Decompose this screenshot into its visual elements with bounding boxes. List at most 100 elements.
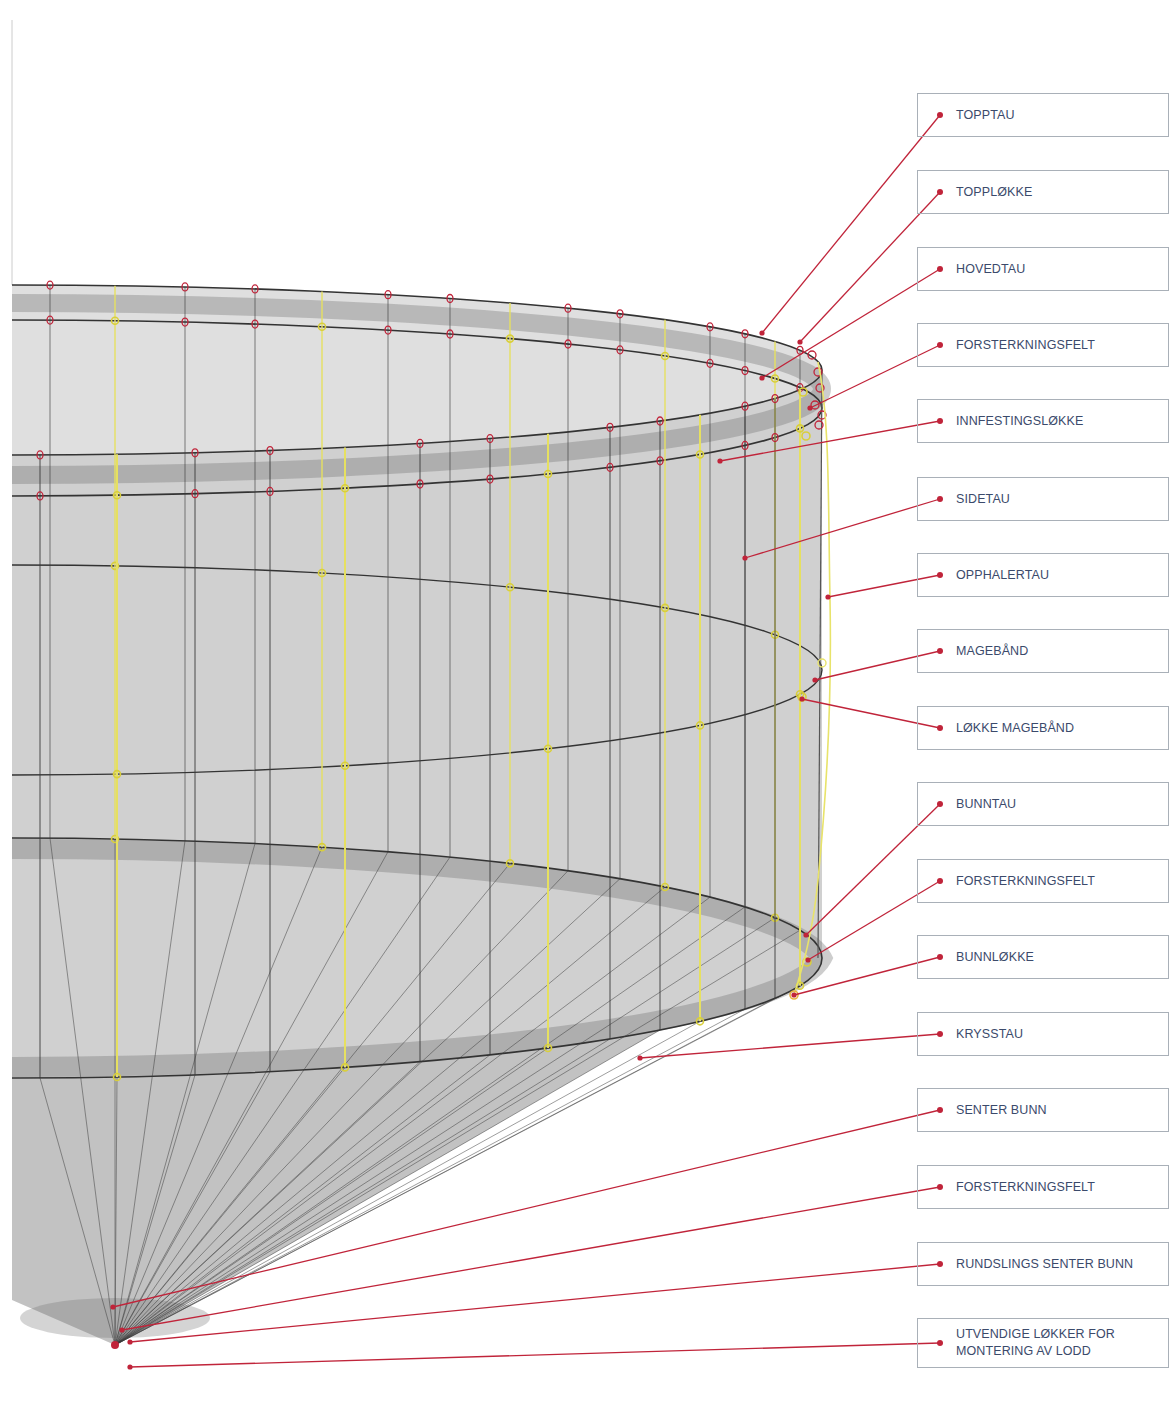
top-loop [487,475,493,483]
label-box: KRYSSTAU [917,1012,1169,1056]
top-loop [267,487,273,495]
leader-end [127,1339,132,1344]
leader-end [759,330,764,335]
rope-strokes [37,281,826,1345]
top-loop [742,330,748,338]
belly-band-loop [507,584,514,591]
leader-end [742,555,747,560]
top-loop [565,304,571,312]
leader-end [807,405,812,410]
cross-rope [115,1077,117,1345]
top-loop [617,310,623,318]
leader-dot [937,112,943,118]
leader-end [637,1055,642,1060]
top-loop [417,439,423,447]
leader-dot [937,1261,943,1267]
hauling-rope [699,415,701,1021]
leader-dot [937,725,943,731]
belly-band-loop [319,844,326,851]
leader-line [762,115,940,333]
label-box: RUNDSLINGS SENTER BUNN [917,1242,1169,1286]
side-rope [40,455,41,1078]
top-loop [47,316,53,324]
center-bottom-point [111,1341,119,1349]
leader-line [762,269,940,378]
leader-line [640,1034,940,1058]
hauling-rope [116,454,118,1077]
cross-rope [115,907,745,1345]
cross-rope [115,1062,420,1345]
cross-rope [115,1039,610,1345]
attachment-loop [799,388,807,396]
cross-rope [115,1075,195,1345]
top-loop [37,492,43,500]
label-box: LØKKE MAGEBÅND [917,706,1169,750]
leader-end [805,957,810,962]
leader-line [808,881,940,960]
leader-end [825,594,830,599]
leader-line [720,421,940,461]
side-rope [420,443,421,1061]
part-label: LØKKE MAGEBÅND [956,720,1160,737]
belly-band-loop [114,492,121,499]
label-box: TOPPTAU [917,93,1169,137]
belly-band-loop [342,485,349,492]
top-loop [657,417,663,425]
cross-rope [115,852,388,1345]
top-loop [447,294,453,302]
side-rope [50,285,51,838]
top-loop [617,346,623,354]
top-loop [417,480,423,488]
label-box: FORSTERKNINGSFELT [917,859,1169,903]
label-box: FORSTERKNINGSFELT [917,323,1169,367]
leader-line [794,957,940,995]
top-loop [742,367,748,375]
leader-end [127,1364,132,1369]
leader-dot [937,801,943,807]
part-label: BUNNLØKKE [956,949,1160,966]
leader-dot [937,648,943,654]
leader-line [828,575,940,597]
label-box: TOPPLØKKE [917,170,1169,214]
part-label: SENTER BUNN [956,1102,1160,1119]
leader-dot [937,878,943,884]
label-box: BUNNLØKKE [917,935,1169,979]
side-rope [568,308,569,871]
cross-rope [115,857,450,1345]
label-box: MAGEBÅND [917,629,1169,673]
belly-band-loop [545,1044,552,1051]
belly-band-loop [545,470,552,477]
top-loop [707,359,713,367]
label-box: OPPHALERTAU [917,553,1169,597]
top-loop [182,283,188,291]
leader-line [806,804,940,935]
side-rope [775,399,776,999]
cross-rope [115,1021,700,1345]
label-box: BUNNTAU [917,782,1169,826]
leader-dot [937,266,943,272]
top-loop [772,395,778,403]
leader-line [130,1343,940,1367]
leader-dot [937,954,943,960]
leader-line [745,499,940,558]
leader-line [800,192,940,342]
leader-end [759,375,764,380]
leader-dot [937,1340,943,1346]
side-rope [620,314,621,879]
top-loop [707,323,713,331]
top-loop [487,435,493,443]
part-label: OPPHALERTAU [956,567,1160,584]
top-loop [815,421,823,429]
part-label: FORSTERKNINGSFELT [956,1179,1160,1196]
label-box: INNFESTINGSLØKKE [917,399,1169,443]
leader-dot [937,189,943,195]
belly-band-loop [114,771,121,778]
page-edge-line [12,20,13,285]
label-box: SIDETAU [917,477,1169,521]
belly-band-loop [662,604,669,611]
belly-band-loop [319,323,326,330]
side-rope [270,451,271,1072]
hauling-rope [794,362,830,995]
part-label: INNFESTINGSLØKKE [956,413,1160,430]
